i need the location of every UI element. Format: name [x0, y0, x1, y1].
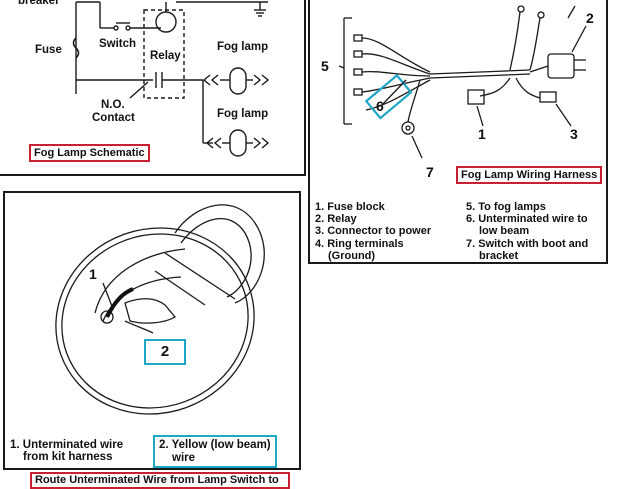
footer-caption: Route Unterminated Wire from Lamp Switch… [30, 472, 290, 489]
caption-kit-harness: from kit harness [23, 451, 113, 464]
headlamp-callout-2: 2 [160, 343, 170, 360]
harness-callout-6: 6 [376, 98, 384, 114]
legend-item-switch: 7. Switch with boot and [466, 237, 589, 250]
caption-wire: wire [172, 452, 196, 464]
schematic-panel: breaker Fuse Switch Relay Fog lamp Fog l… [0, 0, 306, 176]
relay-label: Relay [150, 50, 181, 62]
switch-label: Switch [99, 38, 137, 50]
legend-item-low-beam: low beam [479, 225, 530, 238]
headlamp-callout-2-box: 2 [144, 339, 186, 365]
legend-item-fuse-block: 1. Fuse block [315, 201, 385, 213]
harness-legend-right: 5. To fog lamps 6. Unterminated wire to … [466, 201, 588, 262]
schematic-caption: Fog Lamp Schematic [29, 144, 150, 162]
harness-drawing [338, 5, 587, 159]
fog-lamp-top-label: Fog lamp [217, 41, 269, 53]
harness-panel: 2 5 6 1 3 7 Fog Lamp Wiring Harness 1. F… [308, 0, 608, 264]
harness-callout-7: 7 [426, 164, 434, 180]
legend-item-relay: 2. Relay [315, 213, 357, 226]
no-contact-label-line2: Contact [92, 112, 135, 124]
harness-caption: Fog Lamp Wiring Harness [456, 166, 603, 184]
legend-item-unterminated-wire: 6. Unterminated wire to [466, 213, 588, 226]
legend-item-bracket: bracket [479, 249, 519, 262]
no-contact-label-line1: N.O. [101, 99, 125, 111]
breaker-label: breaker [18, 0, 60, 7]
legend-item-ring-terminals: 4. Ring terminals [315, 237, 404, 250]
legend-item-ground: (Ground) [328, 249, 376, 262]
headlamp-caption-right-box: 2. Yellow (low beam) wire [153, 435, 277, 468]
headlamp-panel: 1 2 1. Unterminated wire from kit harnes… [3, 191, 301, 470]
fog-lamp-bottom-label: Fog lamp [217, 108, 269, 120]
caption-unterminated-wire: 1. Unterminated wire [10, 439, 124, 451]
schematic-drawing [72, 1, 270, 157]
harness-callout-2: 2 [586, 10, 594, 26]
legend-item-connector: 3. Connector to power [315, 225, 432, 238]
caption-yellow-low-beam: 2. Yellow (low beam) [159, 439, 271, 451]
harness-legend-left: 1. Fuse block 2. Relay 3. Connector to p… [315, 201, 431, 262]
harness-callout-1: 1 [478, 126, 486, 142]
headlamp-caption-left: 1. Unterminated wire from kit harness [10, 439, 123, 463]
headlamp-callout-1: 1 [89, 266, 97, 282]
legend-item-fog-lamps: 5. To fog lamps [466, 201, 546, 213]
headlamp-drawing [55, 204, 265, 415]
fuse-label: Fuse [35, 44, 62, 56]
harness-callout-3: 3 [570, 126, 578, 142]
harness-callout-5: 5 [321, 58, 329, 74]
